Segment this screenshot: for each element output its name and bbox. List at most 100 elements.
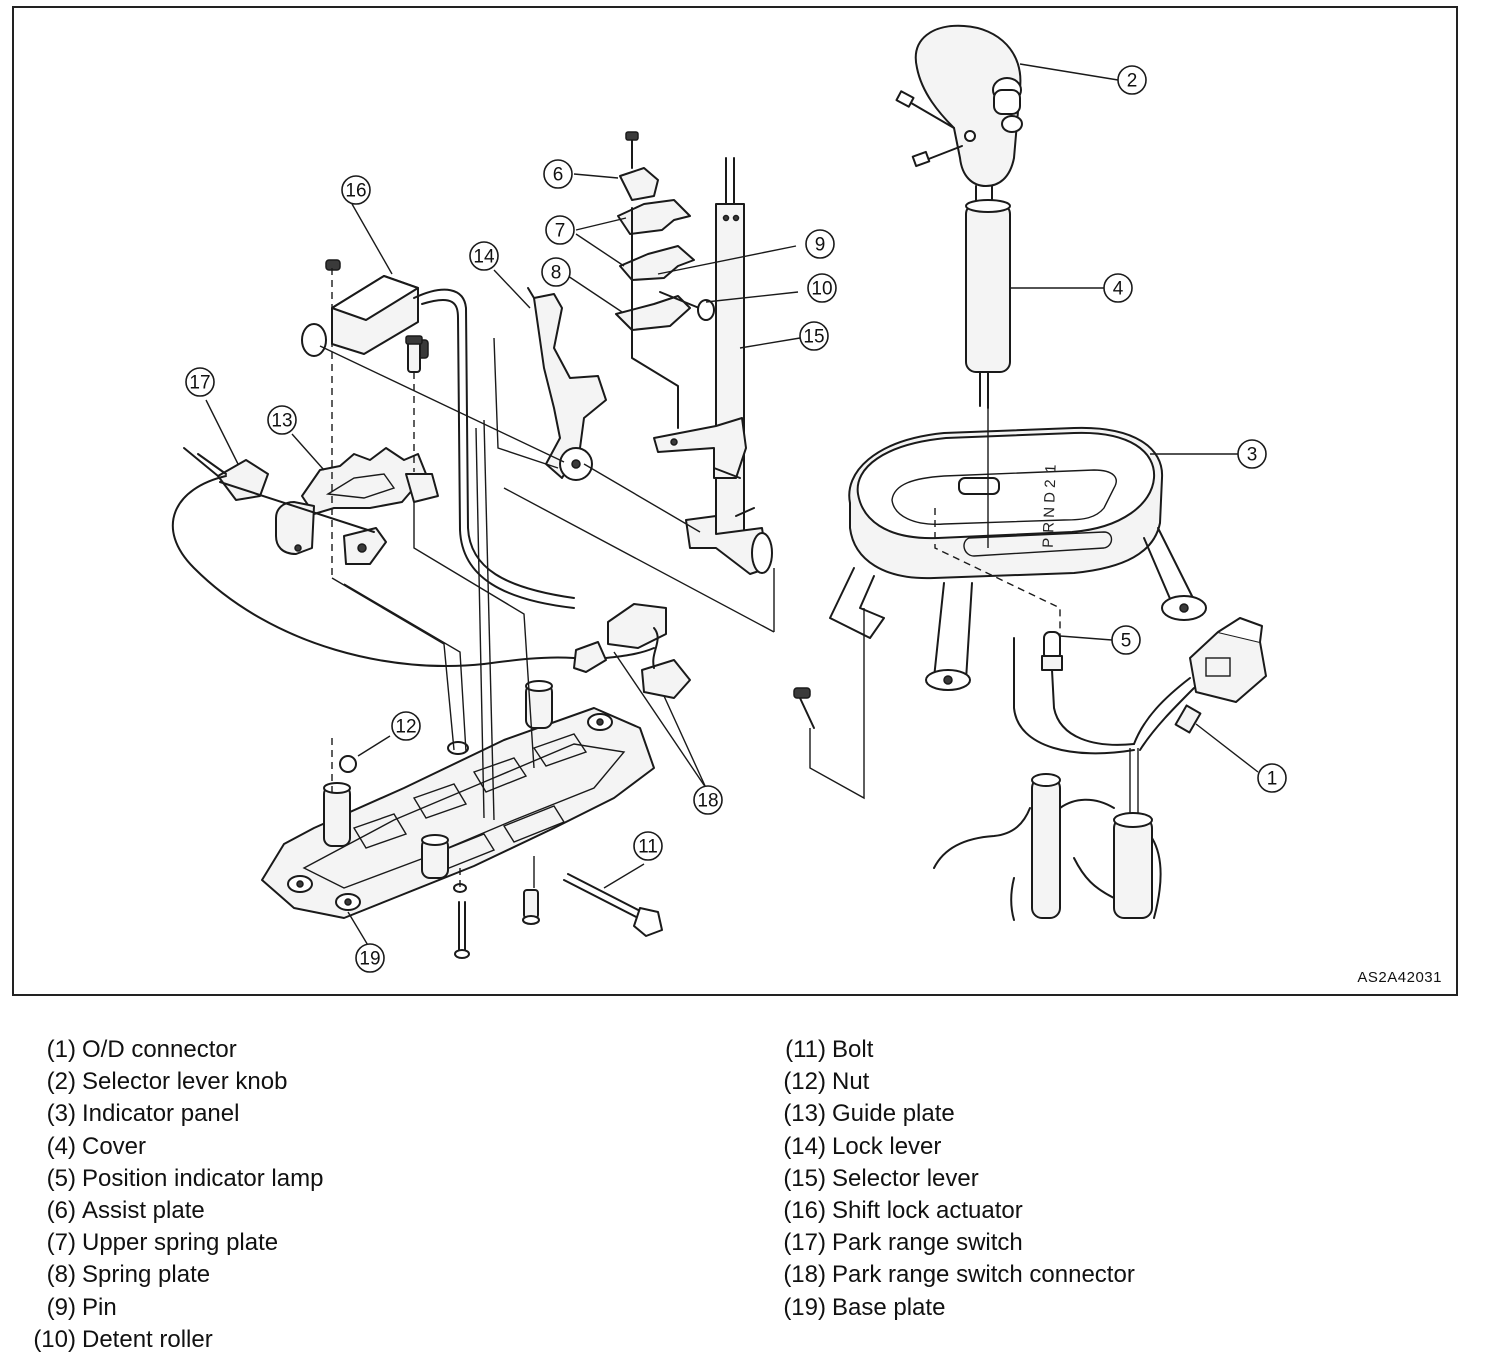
- legend-number: (13): [783, 1100, 826, 1128]
- legend-item: (8)Spring plate: [14, 1259, 323, 1291]
- legend-number: (2): [46, 1068, 76, 1096]
- legend-item: (3)Indicator panel: [14, 1098, 323, 1130]
- callout-6: 6: [543, 159, 573, 189]
- legend-item: (12)Nut: [770, 1066, 1135, 1098]
- lever-plates: [615, 131, 715, 429]
- svg-text:5: 5: [1121, 631, 1132, 652]
- callout-1: 1: [1257, 763, 1287, 793]
- svg-text:17: 17: [189, 373, 210, 394]
- svg-text:16: 16: [345, 181, 366, 202]
- svg-text:10: 10: [811, 279, 832, 300]
- leader-lines: [205, 63, 1259, 953]
- legend-item: (18)Park range switch connector: [770, 1259, 1135, 1291]
- gear-letters: P R N D 2 1: [1040, 464, 1060, 548]
- legend-label: Base plate: [832, 1293, 946, 1321]
- legend-item: (15)Selector lever: [770, 1163, 1135, 1195]
- legend-label: Detent roller: [82, 1325, 213, 1353]
- gear-letter: D: [1041, 492, 1058, 504]
- callout-3: 3: [1237, 439, 1267, 469]
- svg-text:6: 6: [553, 165, 564, 186]
- svg-text:11: 11: [638, 837, 658, 858]
- legend-item: (7)Upper spring plate: [14, 1227, 323, 1259]
- legend-label: Assist plate: [82, 1197, 205, 1225]
- park-range-switch: [171, 447, 575, 667]
- legend-item: (11)Bolt: [770, 1034, 1135, 1066]
- position-indicator-lamp: [1041, 631, 1135, 746]
- legend-number: (6): [46, 1197, 76, 1225]
- svg-text:2: 2: [1127, 71, 1138, 92]
- callout-15: 15: [799, 321, 829, 351]
- legend-number: (3): [46, 1100, 76, 1128]
- legend-number: (11): [785, 1036, 826, 1064]
- legend-number: (1): [46, 1036, 76, 1064]
- callout-10: 10: [807, 273, 837, 303]
- legend-label: Position indicator lamp: [82, 1164, 324, 1192]
- legend-label: Park range switch connector: [832, 1261, 1135, 1289]
- selector-lever: [653, 157, 773, 575]
- svg-text:12: 12: [395, 717, 416, 738]
- svg-text:7: 7: [555, 221, 566, 242]
- callout-8: 8: [541, 257, 571, 287]
- svg-text:9: 9: [815, 235, 826, 256]
- shift-lock-actuator: [301, 259, 575, 609]
- svg-text:15: 15: [803, 327, 824, 348]
- callout-13: 13: [267, 405, 297, 435]
- svg-text:3: 3: [1247, 445, 1258, 466]
- legend-label: Selector lever: [832, 1164, 979, 1192]
- legend-label: Shift lock actuator: [832, 1197, 1023, 1225]
- figure-id: AS2A42031: [1357, 969, 1442, 986]
- legend-item: (5)Position indicator lamp: [14, 1163, 324, 1195]
- callout-12: 12: [391, 711, 421, 741]
- gear-letter: 1: [1042, 464, 1059, 473]
- callout-17: 17: [185, 367, 215, 397]
- legend-number: (9): [46, 1293, 76, 1321]
- callout-18: 18: [693, 785, 723, 815]
- callout-11: 11: [633, 831, 663, 861]
- legend-number: (10): [33, 1325, 76, 1353]
- legend-number: (18): [783, 1261, 826, 1289]
- svg-text:18: 18: [697, 791, 718, 812]
- callout-4: 4: [1103, 273, 1133, 303]
- legend-number: (4): [46, 1132, 76, 1160]
- svg-text:19: 19: [359, 949, 380, 970]
- selector-lever-knob: [895, 24, 1023, 187]
- legend-item: (13)Guide plate: [770, 1098, 1135, 1130]
- legend-number: (14): [783, 1132, 826, 1160]
- callout-14: 14: [469, 241, 499, 271]
- svg-text:13: 13: [271, 411, 292, 432]
- legend-label: Guide plate: [832, 1100, 955, 1128]
- legend-label: Bolt: [832, 1036, 874, 1064]
- callout-16: 16: [341, 175, 371, 205]
- legend-label: Spring plate: [82, 1261, 211, 1289]
- legend-label: Nut: [832, 1068, 870, 1096]
- transmission-housing: [933, 773, 1162, 921]
- callout-9: 9: [805, 229, 835, 259]
- base-plate: [261, 680, 655, 919]
- gear-letter: R: [1040, 522, 1057, 534]
- legend-number: (16): [783, 1197, 826, 1225]
- fasteners: [405, 335, 663, 959]
- exploded-diagram: P R N D 2 1: [12, 6, 1458, 996]
- callout-7: 7: [545, 215, 575, 245]
- legend-item: (1)O/D connector: [14, 1034, 323, 1066]
- gear-letter: 2: [1042, 479, 1059, 488]
- legend-number: (19): [783, 1293, 826, 1321]
- callout-19: 19: [355, 943, 385, 973]
- diagram-drawing: P R N D 2 1: [171, 24, 1287, 973]
- legend-item: (4)Cover: [14, 1131, 323, 1163]
- legend-item: (9)Pin: [14, 1292, 323, 1324]
- legend-label: Park range switch: [832, 1229, 1023, 1257]
- guide-plate: [301, 447, 439, 515]
- legend-label: O/D connector: [82, 1036, 237, 1064]
- legend-left-column: (1)O/D connector (2)Selector lever knob …: [14, 1034, 323, 1356]
- legend-label: Indicator panel: [82, 1100, 240, 1128]
- svg-text:1: 1: [1267, 769, 1278, 790]
- legend-item: (17)Park range switch: [770, 1227, 1135, 1259]
- legend-label: Pin: [82, 1293, 117, 1321]
- legend-item: (6)Assist plate: [14, 1195, 323, 1227]
- legend-right-column: (11)Bolt (12)Nut (13)Guide plate (14)Loc…: [770, 1034, 1135, 1324]
- legend-label: Selector lever knob: [82, 1068, 288, 1096]
- callout-2: 2: [1117, 65, 1147, 95]
- gear-letter: N: [1041, 507, 1058, 518]
- legend-item: (19)Base plate: [770, 1292, 1135, 1324]
